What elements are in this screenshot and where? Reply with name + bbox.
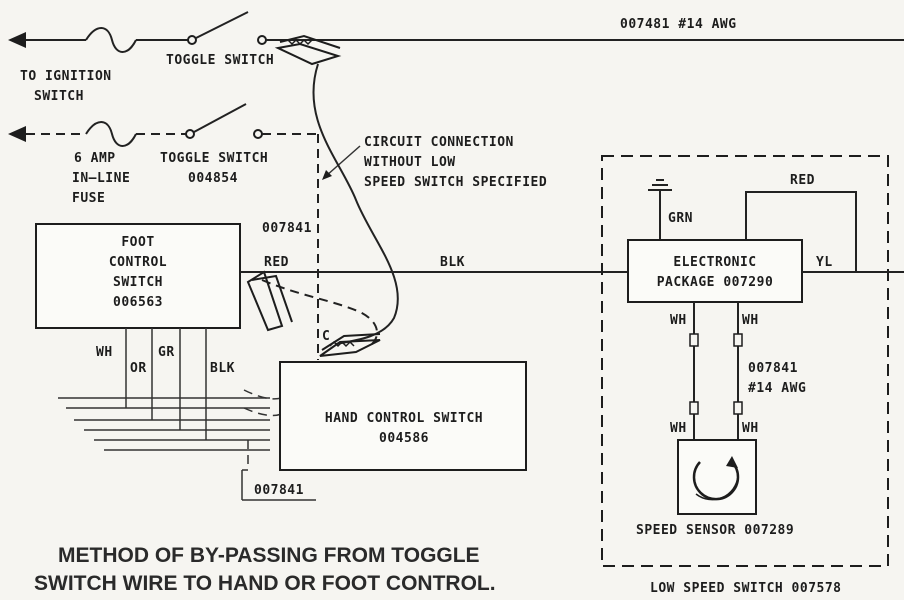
gr-label: GR [158,345,175,360]
connector-icon [689,333,699,347]
connector-icon [733,401,743,415]
toggle-switch-2-pn: 004854 [188,171,238,186]
foot-control-wires: WH OR GR BLK 4 3 2 1 007841 [58,328,316,501]
speed-sensor-label: SPEED SENSOR 007289 [636,523,794,538]
blk-wire-label: BLK [440,255,465,270]
switch-lever [193,103,247,133]
low-speed-switch-enclosure [601,155,889,567]
circuit-connection-label-2: WITHOUT LOW [364,155,456,170]
wh-ss-left-label: WH [670,421,687,436]
circuit-connection-label: CIRCUIT CONNECTION [364,135,514,150]
connector-icon [689,401,699,415]
ground-icon [648,179,672,240]
grn-label: GRN [668,211,693,226]
foot-control-switch-box [35,223,241,329]
wh-label: WH [96,345,113,360]
blk-left-label: BLK [210,361,235,376]
wire-awg-label: #14 AWG [748,381,806,396]
fuse-label-2: IN—LINE [72,171,130,186]
toggle-switch-top-label: TOGGLE SWITCH [166,53,274,68]
switch-lever [195,11,249,39]
wire-pn-label: 007841 [748,361,798,376]
red-wire-label: RED [264,255,289,270]
wh-ss-right-label: WH [742,421,759,436]
foot-control-line3: SWITCH [113,275,163,290]
fuse-label-3: FUSE [72,191,105,206]
speed-sensor-box [677,439,757,515]
hand-control-switch-box [279,361,527,471]
circuit-connection-label-3: SPEED SWITCH SPECIFIED [364,175,547,190]
circuit-connection-note: CIRCUIT CONNECTION WITHOUT LOW SPEED SWI… [322,135,547,190]
alligator-clip-bottom-icon [319,333,381,357]
c-label: C [322,329,330,344]
foot-control-line2: CONTROL [109,255,167,270]
to-ignition-label: TO IGNITION [20,69,112,84]
sensor-wires: WH WH 007841 #14 AWG WH WH [670,302,806,440]
electronic-package-box [627,239,803,303]
part-007841-label: 007841 [262,221,312,236]
fuse-label-1: 6 AMP [74,151,116,166]
toggle-circuit-2: 6 AMP IN—LINE FUSE TOGGLE SWITCH 004854 [8,103,319,360]
ignition-circuit: 007481 #14 AWG TO IGNITION SWITCH TOGGLE… [8,11,904,104]
toggle-switch-2-label: TOGGLE SWITCH [160,151,268,166]
caption-line-2: SWITCH WIRE TO HAND OR FOOT CONTROL. [34,572,496,595]
switch-contact [257,35,267,45]
left-arrow-icon [8,32,26,48]
to-ignition-label-2: SWITCH [34,89,84,104]
jumper-wire-dashed [261,279,378,345]
electronic-package-line1: ELECTRONIC [673,255,756,270]
jumper-wire [312,63,399,345]
caption-line-1: METHOD OF BY-PASSING FROM TOGGLE [58,544,480,567]
red-right-label: RED [790,173,815,188]
top-wire-label: 007481 #14 AWG [620,17,737,32]
electronic-package-line2: PACKAGE 007290 [657,275,774,290]
rotation-icon [692,456,740,501]
wh-ep-left-label: WH [670,313,687,328]
wh-ep-right-label: WH [742,313,759,328]
part-007841-bottom: 007841 [254,483,304,498]
alligator-clip-top-icon [274,34,342,66]
left-arrow-icon [8,126,26,142]
hand-control-label: HAND CONTROL SWITCH [325,411,483,426]
foot-control-line1: FOOT [121,235,154,250]
connector-icon [733,333,743,347]
fuse-top-icon [85,27,137,53]
switch-contact [187,35,197,45]
low-speed-switch-label: LOW SPEED SWITCH 007578 [650,581,842,596]
hand-control-pn: 004586 [379,431,429,446]
foot-control-pn: 006563 [113,295,163,310]
alligator-clip-left-icon [246,270,293,332]
yl-label: YL [816,255,833,270]
or-label: OR [130,361,147,376]
fuse-icon [85,121,137,147]
